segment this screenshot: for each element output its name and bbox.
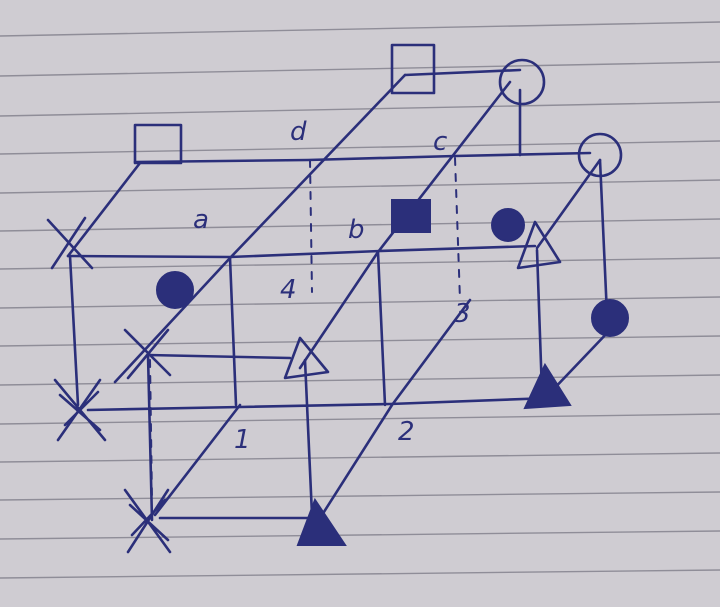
marker-triangle-filled bbox=[523, 362, 572, 410]
marker-circle-filled bbox=[491, 208, 525, 242]
label-1: 1 bbox=[234, 425, 251, 455]
dashed-lines bbox=[149, 157, 461, 501]
label-c: c bbox=[433, 127, 447, 157]
marker-cross-filled bbox=[53, 378, 107, 442]
marker-triangle-open-2 bbox=[283, 336, 330, 380]
marker-circle-filled-3 bbox=[156, 271, 194, 309]
marker-circle-open-2 bbox=[577, 132, 623, 178]
label-b: b bbox=[348, 215, 365, 245]
marker-cross-filled-2 bbox=[123, 488, 172, 554]
marker-cross-open bbox=[46, 216, 94, 270]
marker-cross-open-2 bbox=[123, 328, 172, 380]
label-a: a bbox=[193, 205, 209, 235]
marker-triangle-filled-2 bbox=[296, 497, 347, 546]
marker-square-open bbox=[133, 123, 183, 165]
marker-square-open-2 bbox=[390, 43, 436, 95]
label-3: 3 bbox=[454, 299, 471, 329]
box-edges bbox=[66, 68, 612, 522]
marker-triangle-open bbox=[516, 220, 562, 270]
label-4: 4 bbox=[280, 275, 297, 305]
label-2: 2 bbox=[398, 417, 415, 447]
marker-circle-filled-2 bbox=[591, 299, 629, 337]
marker-circle-open bbox=[498, 58, 546, 106]
label-d: d bbox=[290, 117, 307, 147]
ruled-lines bbox=[0, 21, 720, 579]
marker-square-filled bbox=[391, 199, 431, 233]
